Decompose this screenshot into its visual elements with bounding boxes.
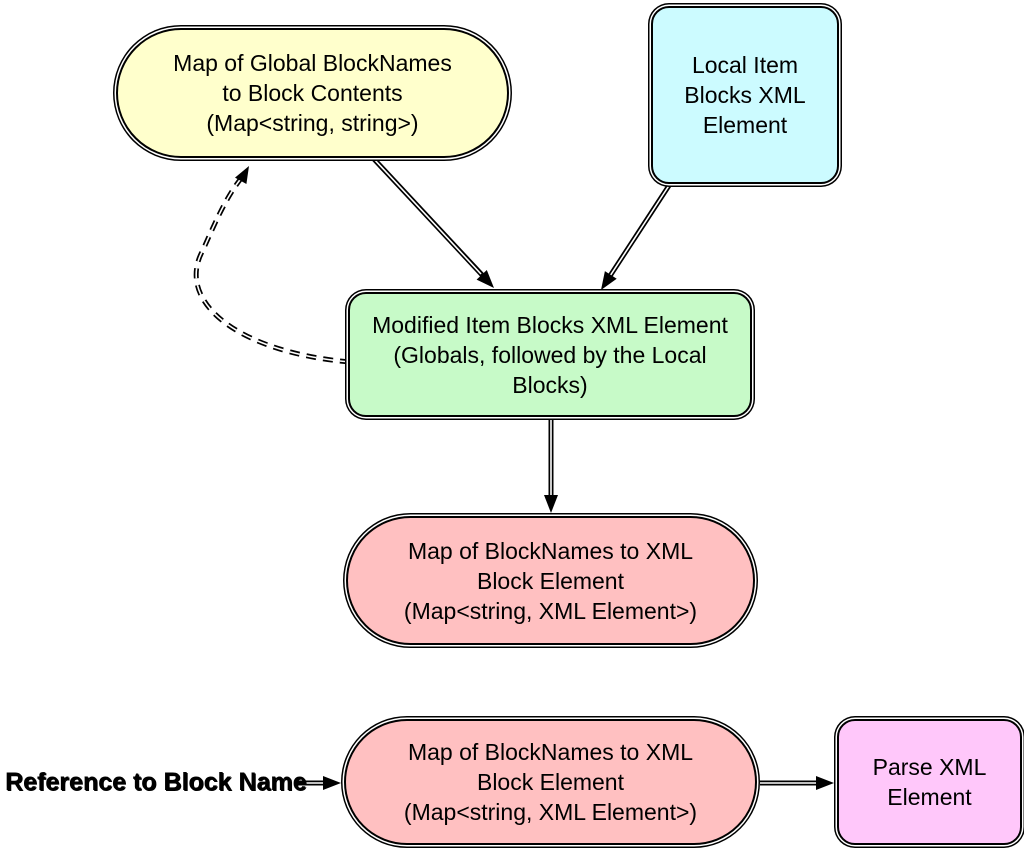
arrow-block-map-2-to-parse	[760, 776, 834, 790]
node-blocknames-map-2: Map of BlockNames to XML Block Element (…	[344, 719, 757, 845]
arrow-global-map-to-modified	[371, 156, 494, 288]
node-modified-item-blocks: Modified Item Blocks XML Element (Global…	[348, 292, 752, 417]
arrowhead-icon	[544, 495, 558, 513]
arrow-modified-to-block-map-1	[544, 419, 558, 513]
node-global-block-map: Map of Global BlockNames to Block Conten…	[116, 28, 509, 158]
arrow-modified-to-global-map-dashed	[193, 166, 351, 365]
node-parse-xml-element: Parse XML Element	[837, 719, 1022, 845]
node-local-item-blocks: Local Item Blocks XML Element	[651, 6, 839, 184]
arrowhead-icon	[235, 166, 249, 184]
arrowhead-icon	[816, 776, 834, 790]
arrowhead-icon	[476, 270, 494, 288]
label-reference-to-block-name: Reference to Block Name	[5, 768, 307, 796]
arrow-reference-to-block-map-2	[294, 776, 341, 790]
node-blocknames-map-1: Map of BlockNames to XML Block Element (…	[346, 516, 755, 645]
arrow-local-blocks-to-modified	[601, 182, 673, 290]
arrowhead-icon	[323, 776, 341, 790]
arrowhead-icon	[601, 271, 617, 290]
